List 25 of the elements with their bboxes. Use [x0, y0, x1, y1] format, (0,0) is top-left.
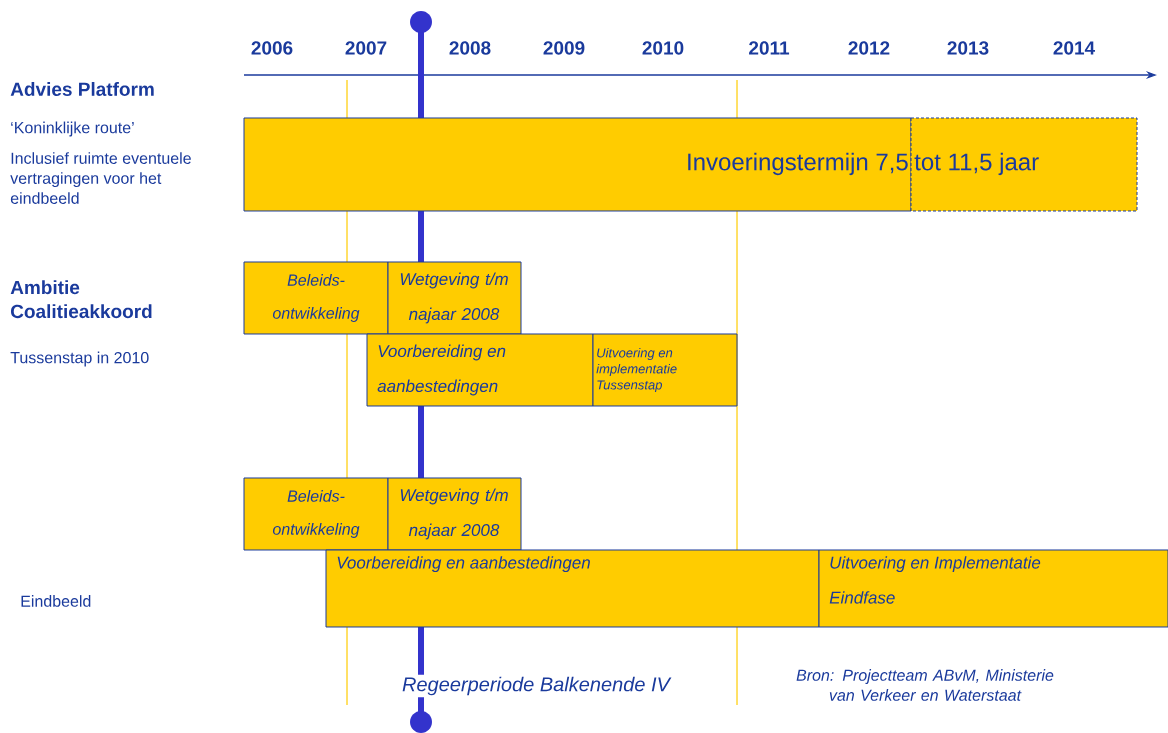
year-label: 2007 — [345, 41, 387, 55]
year-label: 2009 — [543, 41, 585, 55]
phase-bar: Wetgeving t/m najaar 2008 — [387, 261, 522, 335]
row-label: Inclusief ruimte eventuele vertragingen voor het eindbeeld — [10, 152, 191, 204]
note: Bron: Projectteam ABvM, Ministerie van Verkeer en Waterstaat — [796, 669, 1054, 701]
note: Regeerperiode Balkenende IV — [400, 674, 672, 698]
year-label: 2014 — [1053, 41, 1095, 55]
row-label: Advies Platform — [10, 82, 154, 96]
phase-bar: Beleids- ontwikkeling — [243, 261, 389, 335]
year-label: 2013 — [947, 41, 989, 55]
row-label: ‘Koninklijke route’ — [11, 121, 134, 137]
row-label: Tussenstap in 2010 — [10, 351, 149, 367]
phase-bar: Voorbereiding en aanbestedingen — [366, 333, 594, 407]
phase-bar: Beleids- ontwikkeling — [243, 477, 389, 551]
year-label: 2006 — [251, 41, 293, 55]
year-label: 2011 — [749, 41, 790, 55]
year-label: 2008 — [449, 41, 491, 55]
year-label: 2012 — [848, 41, 890, 55]
row-label: Ambitie Coalitieakkoord — [10, 280, 152, 319]
phase-bar: Uitvoering en implementatie Tussenstap — [592, 333, 738, 407]
row-label: Eindbeeld — [21, 595, 91, 607]
phase-bar: tot 11,5 jaar — [910, 117, 1138, 212]
phase-bar: Uitvoering en Implementatie Eindfase — [818, 549, 1168, 628]
phase-bar: Wetgeving t/m najaar 2008 — [387, 477, 522, 551]
year-label: 2010 — [642, 41, 684, 55]
